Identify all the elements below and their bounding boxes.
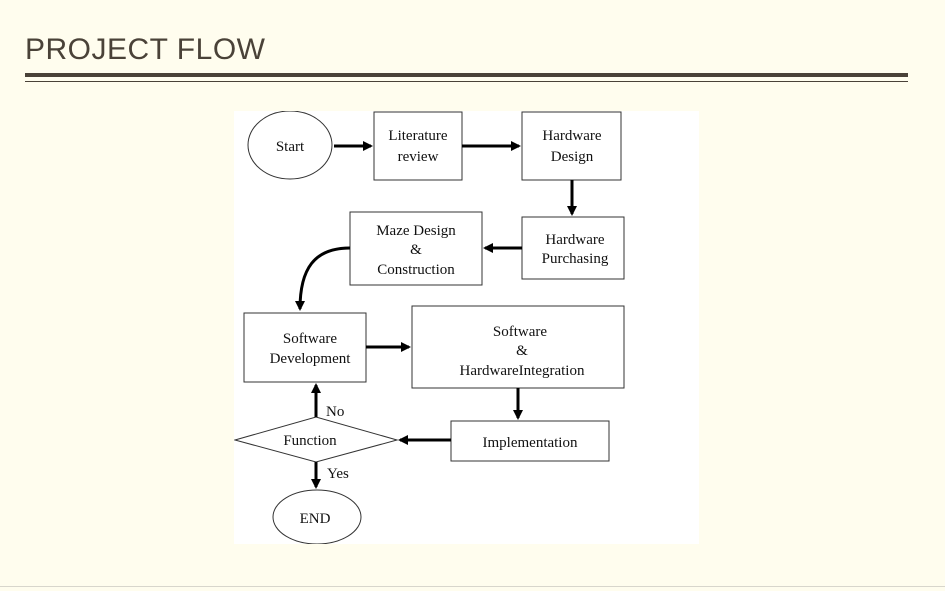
integration-label-1: Software [493, 324, 547, 340]
implementation-label: Implementation [483, 435, 578, 451]
no-branch-label: No [326, 404, 344, 420]
maze-design-label-2: & [410, 242, 422, 258]
arrow-maze-to-swdev [295, 246, 351, 311]
literature-review-node [373, 111, 463, 181]
hardware-design-label-2: Design [551, 149, 594, 165]
software-development-node [243, 312, 367, 383]
hardware-purchasing-node [521, 216, 625, 280]
function-label: Function [283, 433, 337, 449]
function-decision-node [234, 416, 399, 463]
integration-label-2: & [516, 343, 528, 359]
software-development-label-1: Software [283, 331, 337, 347]
hardware-design-label-1: Hardware [542, 128, 601, 144]
maze-design-label-3: Construction [377, 262, 455, 278]
hardware-design-node [521, 111, 622, 181]
literature-review-label-1: Literature [388, 128, 447, 144]
end-label: END [300, 511, 331, 527]
start-label: Start [276, 139, 305, 155]
maze-design-node [349, 211, 483, 286]
implementation-node [450, 420, 610, 462]
footer-divider [0, 586, 945, 587]
slide-title: PROJECT FLOW [25, 33, 266, 66]
start-node [247, 111, 333, 180]
yes-branch-label: Yes [327, 466, 349, 482]
integration-label-3: HardwareIntegration [460, 363, 585, 379]
end-node [272, 489, 362, 544]
software-development-label-2: Development [270, 351, 352, 367]
hardware-purchasing-label-1: Hardware [545, 232, 604, 248]
maze-design-label-1: Maze Design [376, 223, 456, 239]
project-flow-diagram: Start Literature review Hardware Design … [234, 111, 699, 544]
hardware-purchasing-label-2: Purchasing [542, 251, 609, 267]
title-rule-thin [25, 81, 908, 82]
literature-review-label-2: review [398, 149, 439, 165]
title-rule-thick [25, 73, 908, 77]
